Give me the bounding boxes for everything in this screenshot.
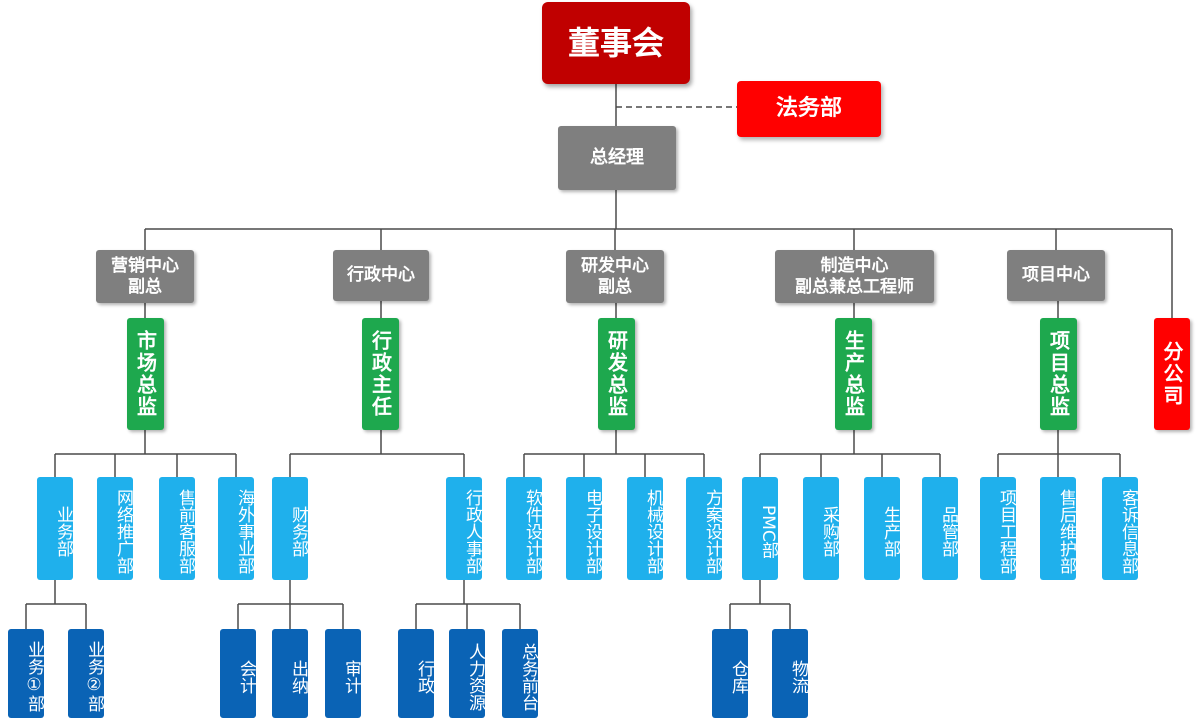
dept-presales-service: 售前客服部 (159, 477, 195, 580)
dept-admin-hr: 行政人事部 (446, 477, 482, 580)
center-marketing: 营销中心 副总 (96, 250, 194, 303)
dept-software: 软件设计部 (506, 477, 542, 580)
dept-complaints: 客诉信息部 (1102, 477, 1138, 580)
sub-sales-1: 业务①部 (8, 629, 44, 718)
dept-sales: 业务部 (37, 477, 73, 580)
sub-accounting: 会计 (220, 629, 256, 718)
center-manufacturing: 制造中心 副总兼总工程师 (775, 250, 934, 303)
legal-dept-box: 法务部 (737, 81, 881, 137)
director-project: 项目总监 (1040, 318, 1077, 430)
dept-aftersales: 售后维护部 (1040, 477, 1076, 580)
general-manager-box: 总经理 (558, 126, 676, 190)
dept-mechanical: 机械设计部 (627, 477, 663, 580)
dept-electronics: 电子设计部 (566, 477, 602, 580)
dept-quality: 品管部 (922, 477, 958, 580)
dept-project-engineering: 项目工程部 (980, 477, 1016, 580)
director-production: 生产总监 (835, 318, 872, 430)
dept-pmc: PMC部 (742, 477, 778, 580)
sub-administration: 行政 (398, 629, 434, 718)
dept-overseas: 海外事业部 (218, 477, 254, 580)
sub-warehouse: 仓库 (712, 629, 748, 718)
sub-cashier: 出纳 (272, 629, 308, 718)
sub-sales-2: 业务②部 (68, 629, 104, 718)
dept-online-promotion: 网络推广部 (97, 477, 133, 580)
dept-solution: 方案设计部 (686, 477, 722, 580)
center-project: 项目中心 (1007, 250, 1105, 301)
board-box: 董事会 (542, 2, 690, 84)
director-admin: 行政主任 (362, 318, 399, 430)
director-rnd: 研发总监 (598, 318, 635, 430)
center-rnd: 研发中心 副总 (566, 250, 664, 303)
branch-company-box: 分公司 (1154, 318, 1190, 430)
director-marketing: 市场总监 (127, 318, 164, 430)
dept-purchasing: 采购部 (803, 477, 839, 580)
sub-logistics: 物流 (772, 629, 808, 718)
center-admin: 行政中心 (333, 250, 429, 301)
sub-audit: 审计 (325, 629, 361, 718)
sub-general-affairs: 总务前台 (502, 629, 538, 718)
dept-production: 生产部 (864, 477, 900, 580)
dept-finance: 财务部 (272, 477, 308, 580)
sub-human-resources: 人力资源 (449, 629, 485, 718)
